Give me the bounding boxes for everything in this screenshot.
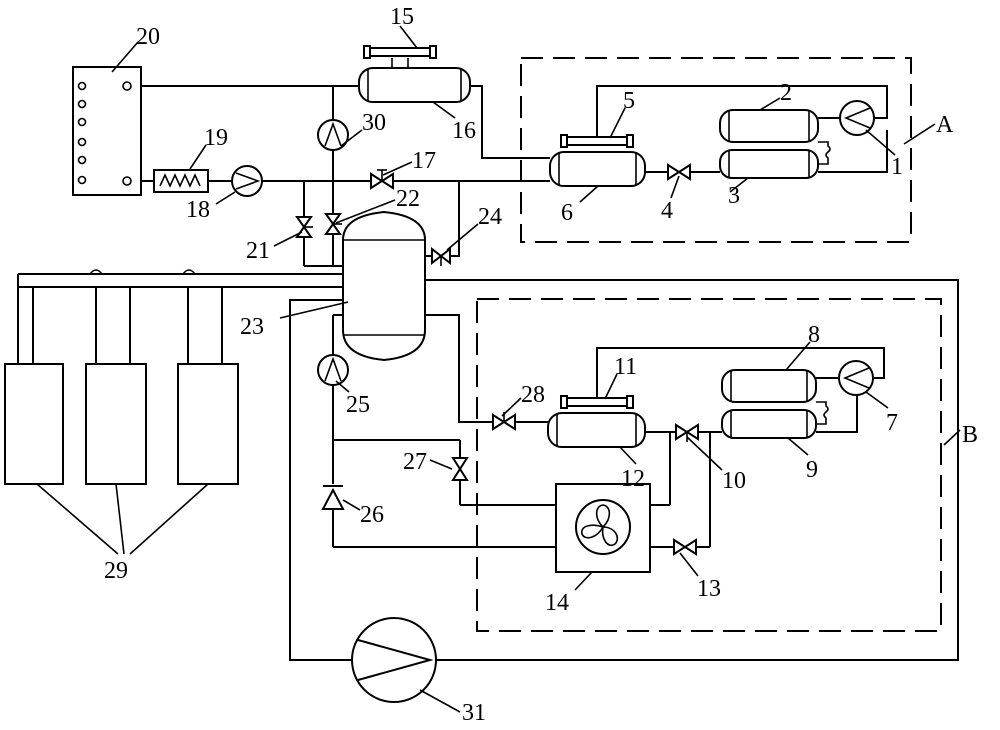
label-7: 7 [886, 410, 898, 436]
label-27: 27 [403, 449, 427, 475]
compressor-icon [839, 361, 873, 395]
leader-lines [37, 26, 960, 712]
heat-exchanger-6 [550, 135, 645, 186]
pump-icon [318, 355, 348, 385]
label-23: 23 [240, 314, 264, 340]
valve-icon [432, 249, 450, 266]
label-8: 8 [808, 322, 820, 348]
evaporator-3 [720, 150, 818, 178]
label-19: 19 [204, 125, 228, 151]
label-29: 29 [104, 558, 128, 584]
label-13: 13 [697, 576, 721, 602]
valve-icon [326, 214, 342, 234]
terminal-unit [5, 364, 63, 484]
valve-icon [453, 458, 467, 480]
label-14: 14 [545, 590, 569, 616]
label-25: 25 [346, 392, 370, 418]
label-15: 15 [390, 4, 414, 30]
valve-icon [676, 425, 698, 442]
label-20: 20 [136, 24, 160, 50]
control-panel-20 [73, 67, 141, 195]
terminal-unit [178, 364, 238, 484]
terminal-unit [86, 364, 146, 484]
condenser-8 [722, 370, 816, 402]
label-22: 22 [396, 186, 420, 212]
label-11: 11 [614, 354, 637, 380]
fan-icon [556, 484, 650, 572]
label-zone-b: B [962, 422, 978, 448]
label-18: 18 [186, 197, 210, 223]
heat-exchanger-12 [548, 396, 645, 447]
pump-icon [318, 120, 348, 150]
heater-icon [154, 170, 208, 192]
label-5: 5 [623, 88, 635, 114]
label-3: 3 [728, 183, 740, 209]
storage-tank-23 [343, 212, 425, 360]
label-30: 30 [362, 110, 386, 136]
compressor-icon [840, 101, 874, 135]
label-31: 31 [462, 700, 486, 725]
label-12: 12 [621, 466, 645, 492]
label-21: 21 [246, 238, 270, 264]
evaporator-9 [722, 410, 816, 438]
circulation-pump-icon [352, 618, 436, 702]
capillary-icon [816, 402, 828, 424]
label-4: 4 [661, 198, 673, 224]
check-valve-icon [323, 486, 343, 509]
label-28: 28 [521, 382, 545, 408]
label-10: 10 [722, 468, 746, 494]
label-2: 2 [780, 80, 792, 106]
label-6: 6 [561, 200, 573, 226]
pump-icon [232, 166, 262, 196]
valve-icon [674, 540, 696, 554]
condenser-2 [720, 110, 818, 142]
label-24: 24 [478, 204, 502, 230]
label-zone-a: A [936, 112, 954, 138]
capillary-icon [818, 142, 830, 164]
label-1: 1 [891, 154, 903, 180]
label-9: 9 [806, 457, 818, 483]
label-26: 26 [360, 502, 384, 528]
heat-exchanger-16 [359, 46, 470, 102]
label-17: 17 [412, 148, 436, 174]
label-16: 16 [452, 118, 476, 144]
